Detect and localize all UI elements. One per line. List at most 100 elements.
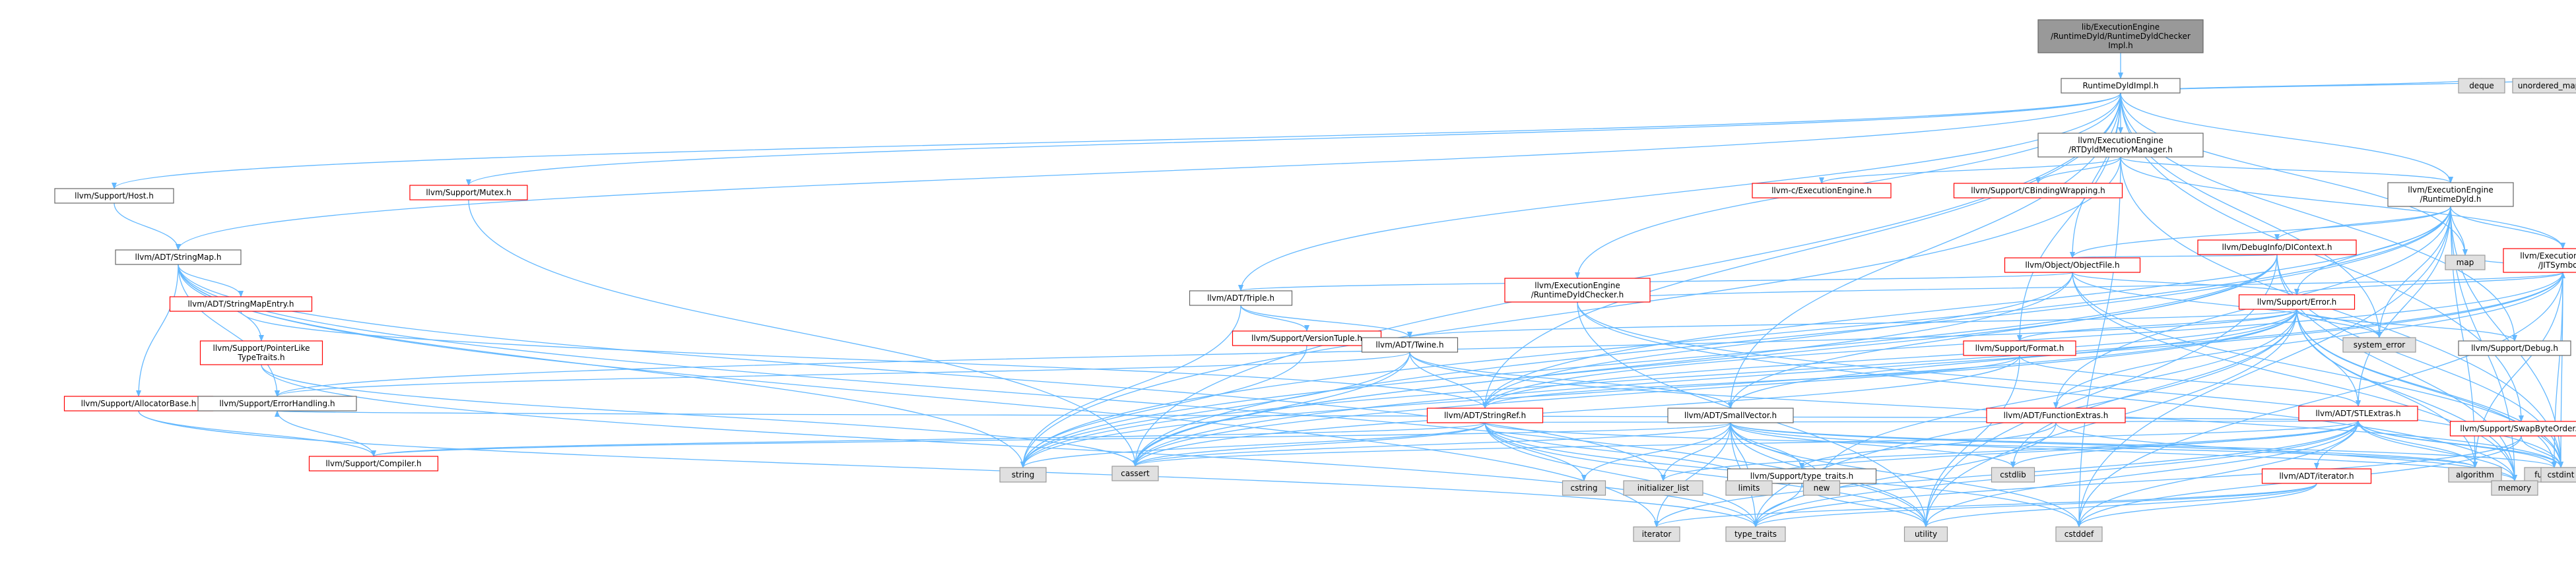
edge [1133,272,2563,467]
edge [2035,156,2121,184]
edge [1753,483,2317,528]
edge-host-to-stringmap [114,202,181,251]
node-label: llvm/ADT/Twine.h [1375,340,1443,350]
node-iterator[interactable]: llvm/ADT/iterator.h [2261,468,2372,484]
edge [1238,92,2121,291]
edge [138,410,1758,528]
node-versiontuple[interactable]: llvm/Support/VersionTuple.h [1232,330,1382,346]
node-twine[interactable]: llvm/ADT/Twine.h [1361,337,1459,353]
edge [2076,483,2317,528]
node-stringmap[interactable]: llvm/ADT/StringMap.h [115,249,242,265]
edge [371,422,1731,457]
node-label: llvm/DebugInfo/DIContext.h [2222,243,2332,252]
node-root[interactable]: lib/ExecutionEngine/RuntimeDyld/RuntimeD… [2037,19,2204,53]
node-stlextras[interactable]: llvm/ADT/STLExtras.h [2298,406,2418,421]
node-swapbyte[interactable]: llvm/Support/SwapByteOrder.h [2449,421,2576,437]
edge [1654,483,2317,528]
node-triple[interactable]: llvm/ADT/Triple.h [1189,290,1293,306]
node-dicontext[interactable]: llvm/DebugInfo/DIContext.h [2197,239,2357,255]
node-runtimedyld[interactable]: llvm/ExecutionEngine/RuntimeDyld.h [2387,182,2514,207]
edge-stringmapentry-to-stringref [240,311,1488,409]
node-rdimpl[interactable]: RuntimeDyldImpl.h [2061,78,2181,94]
edge [1753,420,2359,528]
node-allocbase[interactable]: llvm/Support/AllocatorBase.h [63,396,214,411]
edge [261,364,1138,467]
edge-mutex-to-cassert [468,199,1138,467]
node-label: TypeTraits.h [237,353,284,362]
edge-stlextras-to-initializer_list [1661,420,2359,481]
node-cbinding[interactable]: llvm/Support/CBindingWrapping.h [1953,183,2123,198]
edge [176,92,2121,251]
edge [275,309,2297,397]
edge-funcextras-to-type_traits [1753,422,2057,528]
edge-jitsymbol-to-algorithm [2472,272,2563,468]
node-box [1562,480,1606,496]
edge-stlextras-to-type_traits [1753,420,2359,528]
node-smallvector[interactable]: llvm/ADT/SmallVector.h [1667,408,1794,423]
edge-errhandling-to-compiler [277,410,376,457]
node-errhandling[interactable]: llvm/Support/ErrorHandling.h [197,396,357,411]
node-checker[interactable]: llvm/ExecutionEngine/RuntimeDyldChecker.… [1504,278,1651,303]
node-funcextras[interactable]: llvm/ADT/FunctionExtras.h [1986,408,2126,423]
node-compiler[interactable]: llvm/Support/Compiler.h [308,456,439,472]
node-label: new [1814,483,1830,493]
node-unordered_map: unordered_map [2512,78,2576,94]
edge [2076,272,2563,528]
edge [1730,422,2557,468]
node-host[interactable]: llvm/Support/Host.h [54,188,174,204]
node-label: algorithm [2456,470,2494,479]
edge [1133,309,2297,467]
edge-error-to-system_error [2296,309,2382,338]
node-stringmapentry[interactable]: llvm/ADT/StringMapEntry.h [169,296,313,312]
edge-runtimedyld-to-objectfile [2070,206,2451,259]
node-label: lib/ExecutionEngine [2082,22,2160,32]
node-rtdyldmm[interactable]: llvm/ExecutionEngine/RTDyldMemoryManager… [2037,133,2204,158]
node-stringref[interactable]: llvm/ADT/StringRef.h [1426,408,1544,423]
edge [1654,422,1731,528]
edge-twine-to-stringref [1409,351,1488,409]
node-debug[interactable]: llvm/Support/Debug.h [2458,340,2571,356]
node-box [999,467,1047,483]
node-box [1725,526,1786,542]
node-iterator_std: iterator [1633,526,1680,542]
edge [2053,272,2563,409]
edge-stringref-to-compiler [371,422,1486,457]
edge-swapbyte-to-cstdint [2521,435,2563,468]
node-label: string [1012,470,1034,479]
node-objectfile[interactable]: llvm/Object/ObjectFile.h [2004,257,2141,273]
node-string: string [999,467,1047,483]
node-label: llvm/ADT/iterator.h [2279,472,2354,481]
node-cexec[interactable]: llvm-c/ExecutionEngine.h [1752,183,1892,198]
edge-error-to-functional [2296,309,2557,468]
node-initializer_list: initializer_list [1623,480,1703,496]
edge-rdimpl-to-stringmap [176,92,2121,251]
edge-checker-to-memory [1577,301,2517,481]
edge [1133,355,2020,467]
node-typetraits[interactable]: llvm/Support/type_traits.h [1727,468,1877,484]
node-box [308,456,439,472]
node-format[interactable]: llvm/Support/Format.h [1963,340,2076,356]
edge-triple-to-twine [1240,305,1412,338]
edge [2072,272,2299,295]
edge [2019,355,2361,407]
edge-twine-to-string [1020,351,1410,468]
node-label: llvm/Support/Error.h [2257,297,2337,307]
node-error[interactable]: llvm/Support/Error.h [2238,294,2356,310]
edge-objectfile-to-system_error [2072,272,2382,338]
edge [1020,422,1486,468]
edge [1923,420,2359,528]
node-type_traits: type_traits [1725,526,1786,542]
node-box [2037,19,2204,53]
edge-smallvector-to-algorithm [1730,422,2478,468]
edge-triple-to-versiontuple [1240,305,1309,332]
node-mutex[interactable]: llvm/Support/Mutex.h [409,185,528,200]
edge [2072,272,2517,481]
edge [2076,206,2451,528]
node-limits: limits [1725,480,1773,496]
edge-format-to-stringref [1482,355,2020,409]
edge [178,264,280,397]
edge-twine-to-cassert [1133,351,1410,467]
edge [178,264,1659,528]
